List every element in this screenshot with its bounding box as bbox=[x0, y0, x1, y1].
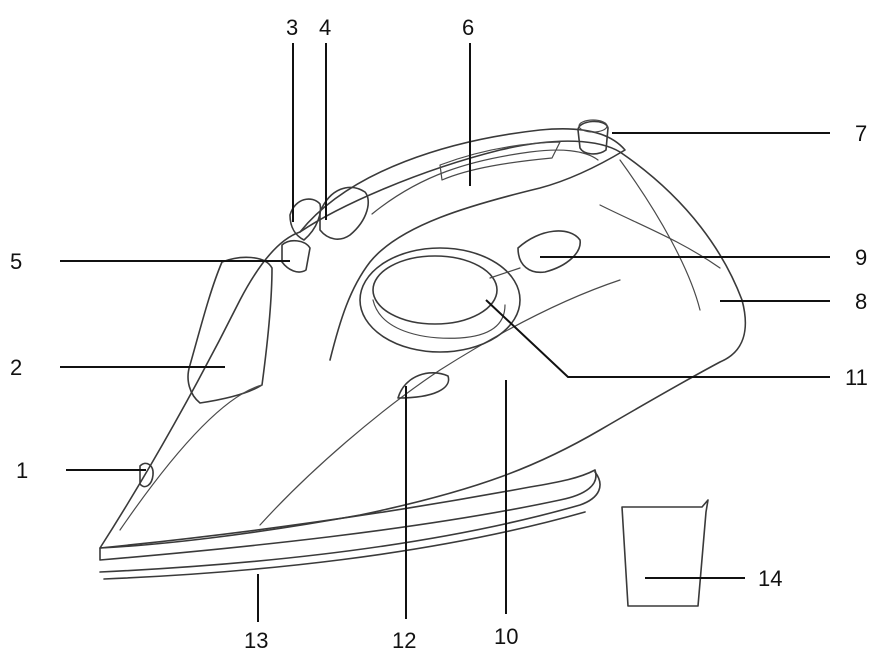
self-clean-button bbox=[577, 120, 609, 155]
callout-8: 8 bbox=[855, 289, 867, 314]
callout-11: 11 bbox=[845, 365, 868, 390]
callout-3: 3 bbox=[286, 15, 298, 40]
leader-lines bbox=[60, 43, 830, 622]
leader-11 bbox=[485, 299, 830, 378]
callout-numbers: 1 2 3 4 5 6 7 8 9 10 11 12 13 14 bbox=[10, 15, 868, 653]
callout-4: 4 bbox=[319, 15, 331, 40]
soleplate bbox=[99, 469, 597, 561]
side-contour bbox=[259, 279, 621, 526]
water-tank-window bbox=[187, 256, 273, 404]
handle-grip bbox=[439, 141, 561, 181]
callout-9: 9 bbox=[855, 245, 867, 270]
spray-button bbox=[289, 198, 322, 241]
self-clean-button-top bbox=[578, 119, 608, 133]
rear-panel-inner bbox=[599, 204, 721, 269]
callout-2: 2 bbox=[10, 355, 22, 380]
handle bbox=[299, 128, 626, 361]
soleplate-bottom bbox=[103, 511, 586, 580]
callout-10: 10 bbox=[494, 624, 518, 649]
steam-iron-illustration bbox=[99, 119, 747, 580]
heel-rest bbox=[619, 159, 701, 311]
temperature-dial bbox=[359, 247, 521, 353]
callout-13: 13 bbox=[244, 628, 268, 653]
iron-body bbox=[99, 140, 747, 549]
handle-inner bbox=[371, 149, 599, 215]
callout-7: 7 bbox=[855, 121, 867, 146]
soleplate-edge bbox=[99, 471, 601, 573]
burst-button bbox=[319, 186, 369, 240]
callout-12: 12 bbox=[392, 628, 416, 653]
indicator-light bbox=[517, 230, 581, 274]
spray-nozzle bbox=[139, 462, 154, 488]
thermostat-light bbox=[397, 372, 450, 399]
nose-contour bbox=[119, 384, 263, 531]
callout-5: 5 bbox=[10, 249, 22, 274]
callout-1: 1 bbox=[16, 458, 28, 483]
callout-14: 14 bbox=[758, 566, 782, 591]
steam-control bbox=[281, 239, 311, 273]
measuring-cup bbox=[621, 499, 709, 607]
callout-6: 6 bbox=[462, 15, 474, 40]
